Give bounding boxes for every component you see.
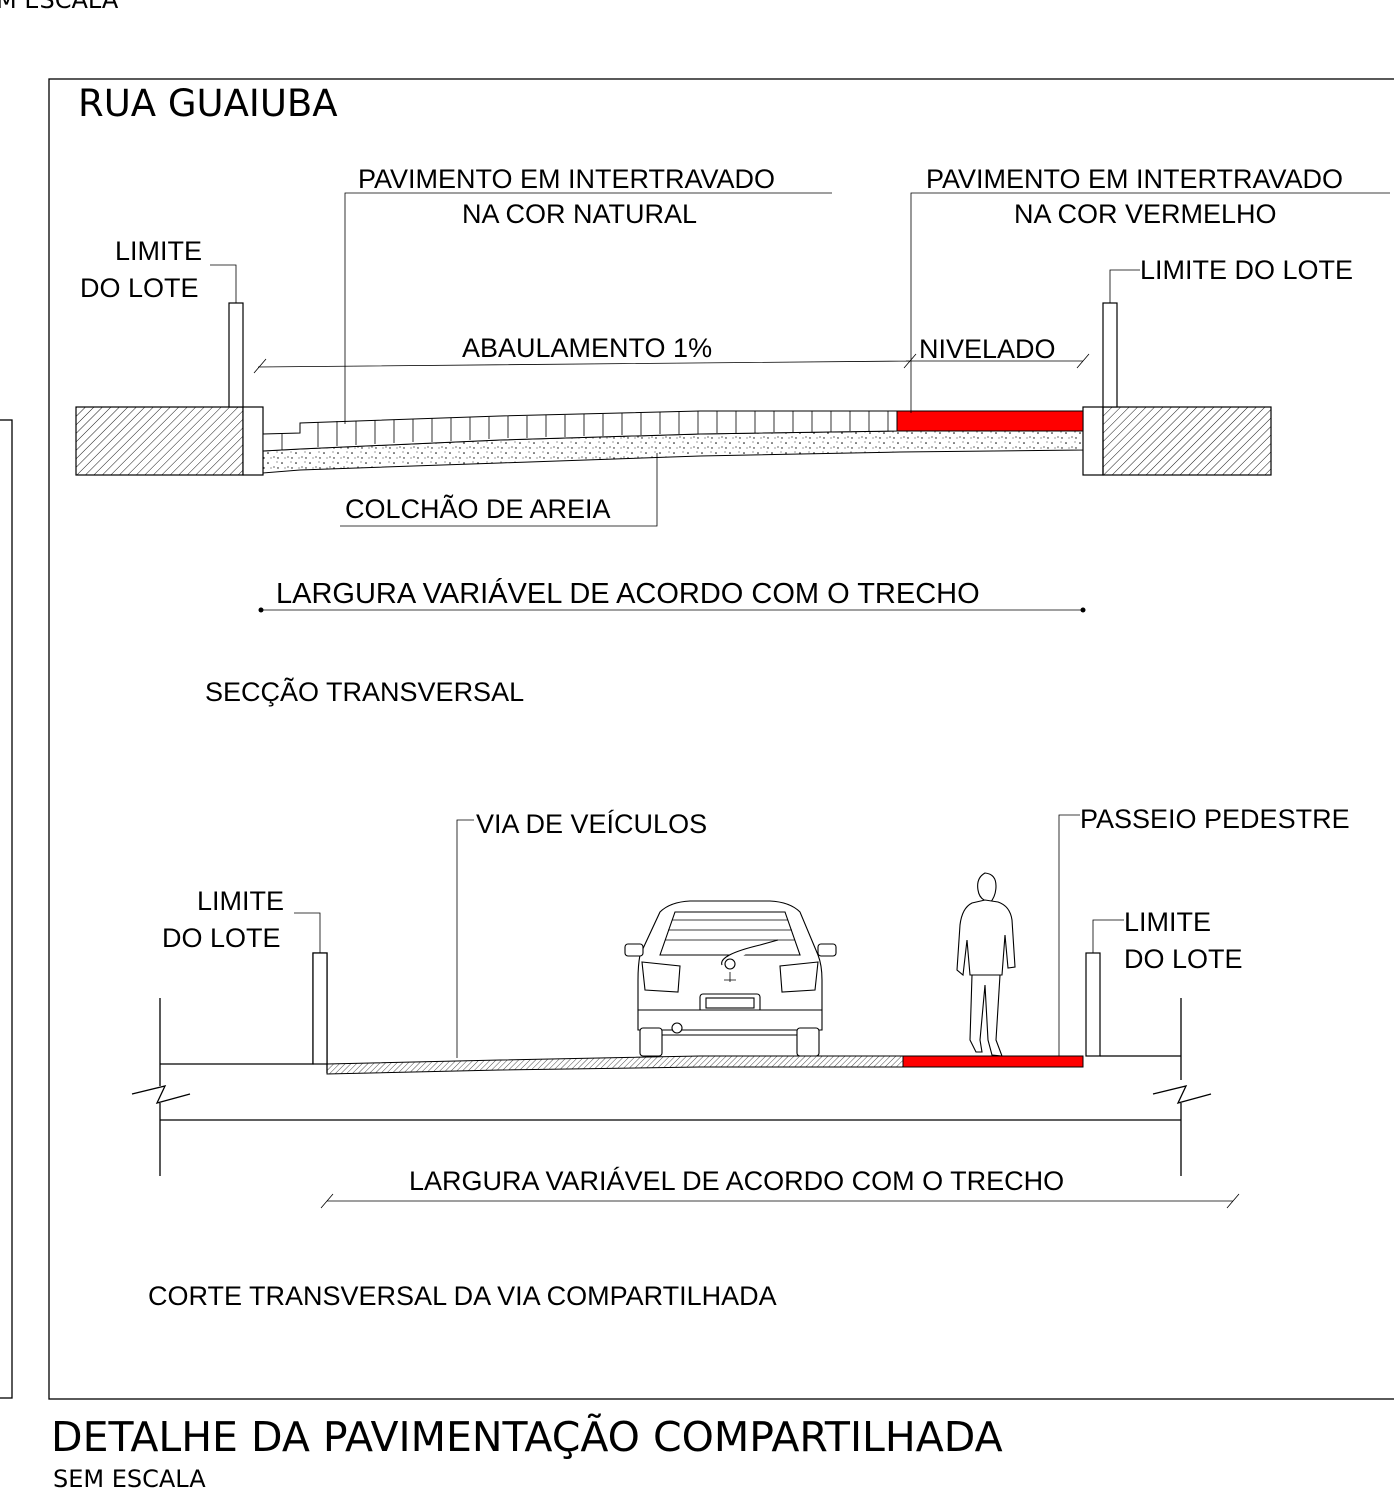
left-lot-hatch — [75, 406, 244, 476]
bottom-section: VIA DE VEÍCULOS PASSEIO PEDESTRE LIMITE … — [131, 804, 1350, 1311]
label-slope: ABAULAMENTO 1% — [462, 333, 712, 363]
right-lot-hatch — [1102, 406, 1272, 476]
red-paving — [896, 410, 1084, 432]
leader-limit-left-bottom — [294, 912, 321, 953]
top-width-tick-right — [1080, 607, 1086, 613]
detail-scale: SEM ESCALA — [53, 1465, 206, 1493]
bottom-width-dimension — [320, 1193, 1240, 1209]
caption-top-section: SECÇÃO TRANSVERSAL — [205, 676, 524, 707]
leader-red-paving — [910, 192, 1390, 413]
label-limit-right-bottom-1: LIMITE — [1124, 907, 1211, 937]
label-natural-paving-2: NA COR NATURAL — [462, 199, 697, 229]
right-curb — [1082, 406, 1104, 476]
label-limit-left-bottom-2: DO LOTE — [162, 923, 281, 953]
prev-sheet-frame — [0, 419, 13, 1399]
left-ground-line — [160, 952, 328, 1073]
vehicle-road — [326, 1055, 904, 1075]
leader-natural-paving — [344, 192, 832, 424]
label-pedestrian: PASSEIO PEDESTRE — [1080, 804, 1350, 834]
leader-limit-left — [210, 264, 237, 303]
caption-bottom-section: CORTE TRANSVERSAL DA VIA COMPARTILHADA — [148, 1281, 777, 1311]
leader-limit-right — [1109, 269, 1140, 303]
label-limit-right: LIMITE DO LOTE — [1140, 255, 1353, 285]
label-vehicles: VIA DE VEÍCULOS — [476, 809, 707, 839]
frame-title: RUA GUAIUBA — [78, 82, 338, 125]
label-limit-right-bottom-2: DO LOTE — [1124, 944, 1243, 974]
label-natural-paving-1: PAVIMENTO EM INTERTRAVADO — [358, 164, 775, 194]
label-level: NIVELADO — [919, 334, 1056, 364]
red-sidewalk — [902, 1055, 1084, 1068]
detail-title: DETALHE DA PAVIMENTAÇÃO COMPARTILHADA — [51, 1413, 1003, 1461]
prev-sheet-caption: M ESCALA — [0, 0, 119, 14]
left-curb — [242, 406, 264, 476]
leader-pedestrian — [1058, 814, 1080, 1056]
left-lot-wall — [228, 302, 244, 408]
pedestrian-icon — [956, 872, 1016, 1057]
label-limit-left-2: DO LOTE — [80, 273, 199, 303]
leader-limit-right-bottom — [1092, 919, 1124, 953]
label-red-paving-2: NA COR VERMELHO — [1014, 199, 1277, 229]
top-section: PAVIMENTO EM INTERTRAVADO NA COR NATURAL… — [75, 164, 1390, 707]
drawing-frame — [48, 78, 1394, 1400]
label-red-paving-1: PAVIMENTO EM INTERTRAVADO — [926, 164, 1343, 194]
paving-joints — [281, 411, 889, 450]
right-ground-break — [1152, 998, 1212, 1176]
car-icon — [624, 900, 837, 1057]
label-bottom-width: LARGURA VARIÁVEL DE ACORDO COM O TRECHO — [409, 1166, 1064, 1196]
label-limit-left-1: LIMITE — [115, 236, 202, 266]
left-ground-break — [131, 998, 191, 1176]
level-dimension — [906, 353, 1090, 369]
top-width-tick-left — [258, 607, 264, 613]
label-limit-left-bottom-1: LIMITE — [197, 886, 284, 916]
leader-sand — [340, 453, 658, 527]
label-top-width: LARGURA VARIÁVEL DE ACORDO COM O TRECHO — [276, 577, 980, 610]
leader-vehicles — [456, 819, 474, 1058]
label-sand: COLCHÃO DE AREIA — [345, 493, 611, 524]
right-lot-wall-bottom — [1085, 952, 1101, 1057]
right-lot-wall — [1102, 302, 1118, 408]
left-lot-wall-bottom — [312, 952, 328, 1065]
